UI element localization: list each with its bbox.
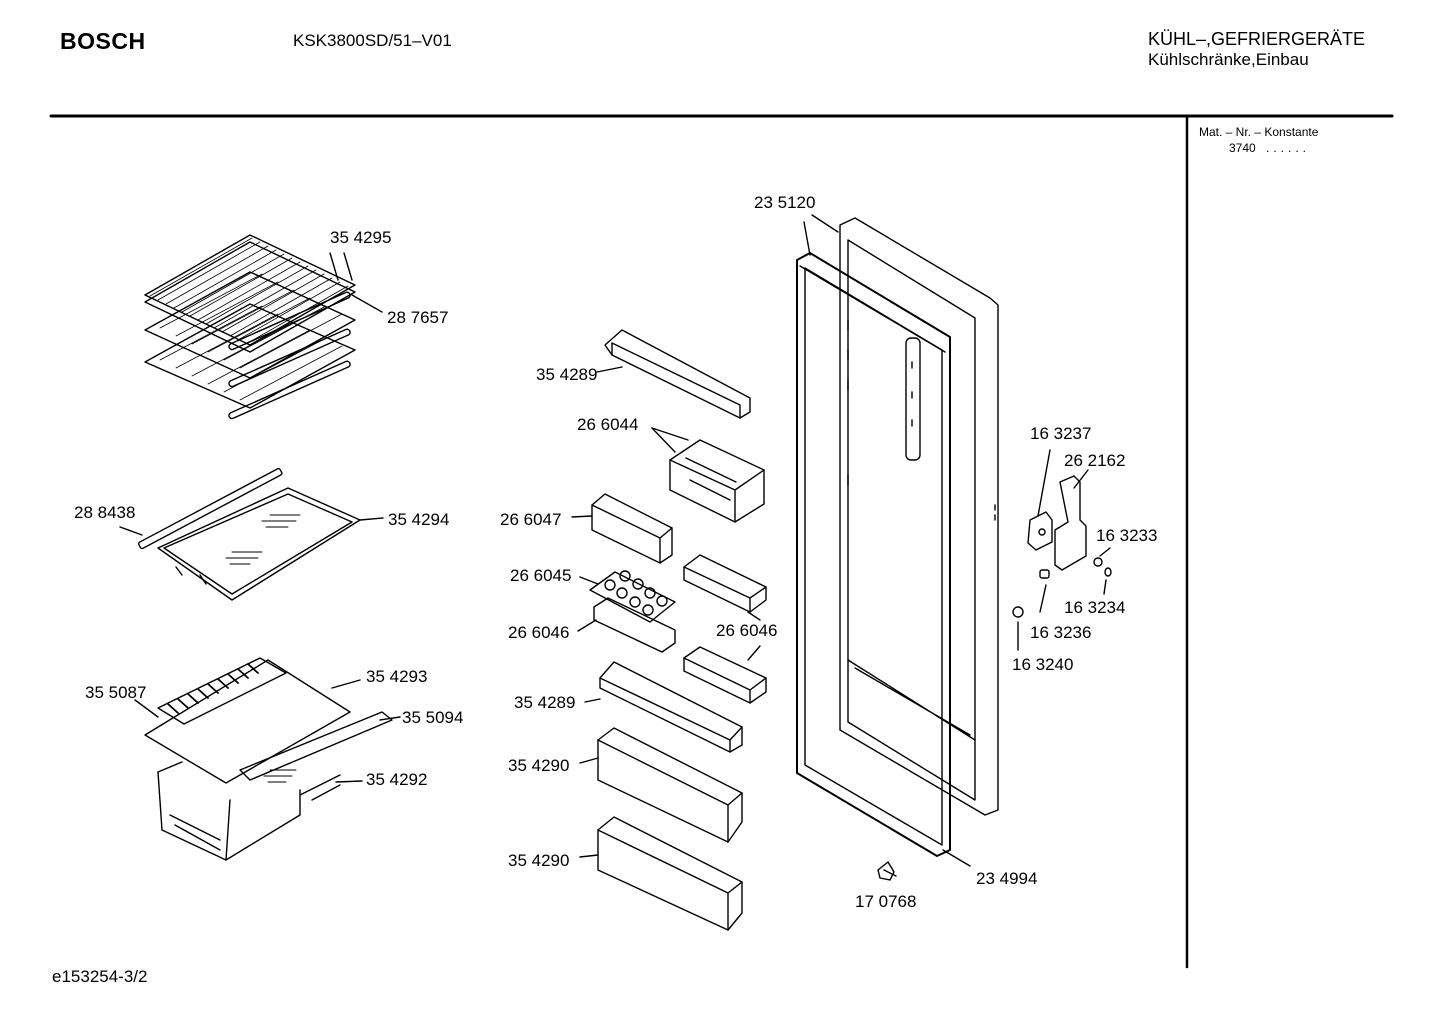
- egg-box-bin: [651, 427, 765, 523]
- hinge-plate: [1027, 511, 1053, 551]
- category-title: KÜHL–,GEFRIERGERÄTE: [1148, 29, 1366, 49]
- wire-shelf-1: [144, 234, 356, 353]
- door-panel: [839, 217, 999, 816]
- door-shelf-top: [596, 329, 751, 419]
- part-label-163234: 16 3234: [1064, 598, 1126, 617]
- part-label-266046-right: 26 6046: [716, 621, 778, 640]
- part-label-234994: 23 4994: [976, 869, 1038, 888]
- part-label-354290-lower: 35 4290: [508, 851, 570, 870]
- door-bin-deep-1: [579, 727, 743, 843]
- part-label-266047: 26 6047: [500, 510, 562, 529]
- crisper-grille: [157, 657, 287, 725]
- part-label-287657: 28 7657: [387, 308, 449, 327]
- part-label-355094: 35 5094: [402, 708, 464, 727]
- glass-shelf: [119, 467, 384, 601]
- part-label-266046-left: 26 6046: [508, 623, 570, 642]
- part-label-354292: 35 4292: [366, 770, 428, 789]
- model-number: KSK3800SD/51–V01: [293, 31, 452, 50]
- hinge-hardware: [877, 449, 1112, 881]
- material-number-dots: ......: [1266, 141, 1311, 155]
- part-label-163236: 16 3236: [1030, 623, 1092, 642]
- part-label-288438: 28 8438: [74, 503, 136, 522]
- door-gasket: [796, 252, 951, 857]
- part-label-354293: 35 4293: [366, 667, 428, 686]
- small-bin-2: [577, 597, 676, 653]
- part-label-354294: 35 4294: [388, 510, 450, 529]
- small-bin-1: [571, 493, 673, 564]
- part-label-266045: 26 6045: [510, 566, 572, 585]
- document-id: e153254-3/2: [52, 967, 148, 986]
- brand-logo: BOSCH: [60, 28, 146, 54]
- crisper-cover: [144, 659, 351, 784]
- part-label-235120: 23 5120: [754, 193, 816, 212]
- material-number-value: 3740: [1229, 141, 1256, 155]
- shelf-trim: [138, 467, 283, 550]
- part-label-354290-upper: 35 4290: [508, 756, 570, 775]
- part-label-266044: 26 6044: [577, 415, 639, 434]
- part-label-163237: 16 3237: [1030, 424, 1092, 443]
- part-label-354289-bottom: 35 4289: [514, 693, 576, 712]
- small-bin-4: [683, 611, 767, 704]
- part-label-163240: 16 3240: [1012, 655, 1074, 674]
- part-label-354295: 35 4295: [330, 228, 392, 247]
- crisper-assembly: [134, 657, 401, 861]
- wire-shelf-3: [144, 303, 356, 420]
- part-label-170768: 17 0768: [855, 892, 917, 911]
- door-bin-deep-2: [579, 816, 743, 931]
- wire-shelf-2: [144, 271, 356, 388]
- part-label-163233: 16 3233: [1096, 526, 1158, 545]
- part-label-262162: 26 2162: [1064, 451, 1126, 470]
- door-bins: [571, 329, 767, 931]
- small-bin-3: [683, 554, 767, 613]
- wire-shelf-stack: [144, 234, 383, 420]
- material-number-label: Mat. – Nr. – Konstante: [1199, 125, 1319, 139]
- door-stop-part: [877, 861, 895, 881]
- door-shelf-mid: [584, 661, 743, 753]
- category-subtitle: Kühlschränke,Einbau: [1148, 50, 1309, 69]
- part-label-355087: 35 5087: [85, 683, 147, 702]
- egg-tray: [579, 570, 676, 623]
- hinge-bracket: [1054, 475, 1087, 571]
- door-assembly: [796, 214, 999, 867]
- part-label-354289-top: 35 4289: [536, 365, 598, 384]
